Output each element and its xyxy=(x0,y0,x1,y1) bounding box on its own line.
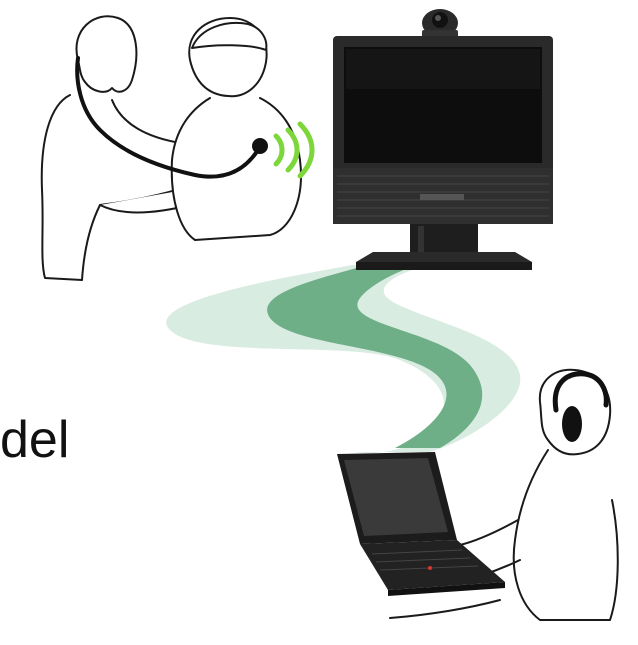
video-conference-monitor xyxy=(333,9,553,270)
data-stream xyxy=(166,262,520,453)
laptop xyxy=(337,452,505,596)
camera-icon xyxy=(422,9,458,38)
laptop-base xyxy=(360,540,505,590)
caption-fragment: del xyxy=(0,410,69,470)
patient xyxy=(172,18,301,240)
monitor-stand xyxy=(356,224,532,270)
speaker-grille xyxy=(333,168,553,224)
